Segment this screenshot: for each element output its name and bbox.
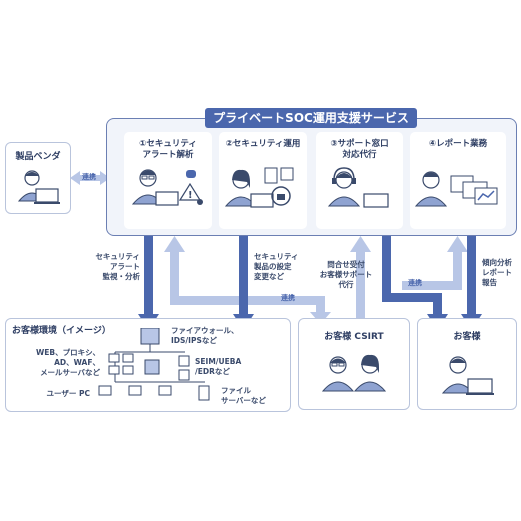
csirt-box: お客様 CSIRT [298,318,410,410]
vendor-person-icon [17,170,60,204]
service-label-support: ③サポート窓口 対応代行 [330,139,389,160]
csirt-team-icon [321,354,387,392]
support-agent-icon [327,167,389,208]
vendor-link-tag: 連携 [82,173,96,181]
service-label-ops: ②セキュリティ運用 [225,139,301,149]
link-tag-csirt-customer: 連携 [408,279,422,287]
flow-label-ops: セキュリティ 製品の設定 変更など [254,252,299,281]
servers-label: WEB、プロキシ、 AD、WAF、 メールサーバなど [36,348,100,377]
alert-arrow [138,236,159,330]
soc-service-title: プライベートSOC運用支援サービス [205,108,417,128]
service-label-report: ④レポート業務 [428,139,488,149]
service-card-support: ③サポート窓口 対応代行 [316,132,403,229]
customer-person-icon [441,356,494,395]
link-tag-env-csirt: 連携 [281,294,295,302]
report-writer-icon [414,171,498,207]
service-card-report: ④レポート業務 [410,132,506,229]
vendor-label: 製品ベンダ [15,152,61,162]
flow-label-report: 傾向分析 レポート 報告 [482,258,512,287]
vendor-box: 製品ベンダ [5,142,71,214]
service-label-alert: ①セキュリティ アラート解析 [139,139,197,160]
flow-label-support: 問合せ受付 お客様サポート 代行 [319,260,373,289]
file-server-label: ファイル サーバーなど [221,386,266,405]
ops-operator-icon [224,167,294,208]
network-topology [98,328,210,401]
service-card-ops: ②セキュリティ運用 [219,132,307,229]
alert-analyst-icon: ! [131,169,203,206]
customer-box: お客様 [417,318,517,410]
ops-arrow [233,236,254,330]
svg-text:!: ! [188,190,193,201]
user-pc-label: ユーザー PC [46,389,90,398]
service-card-alert: ①セキュリティ アラート解析 ! [124,132,212,229]
customer-env-title: お客様環境（イメージ） [12,326,111,336]
firewall-label: ファイアウォール、 IDS/IPSなど [171,326,239,345]
csirt-up-arrow [350,236,371,322]
flow-label-alert: セキュリティ アラート 監視・分析 [95,252,140,281]
customer-link-arrow [402,236,468,290]
vendor-link-arrow [70,171,110,185]
siem-label: SEIM/UEBA /EDRなど [195,357,242,376]
csirt-title: お客様 CSIRT [324,332,384,342]
customer-title: お客様 [453,332,481,342]
